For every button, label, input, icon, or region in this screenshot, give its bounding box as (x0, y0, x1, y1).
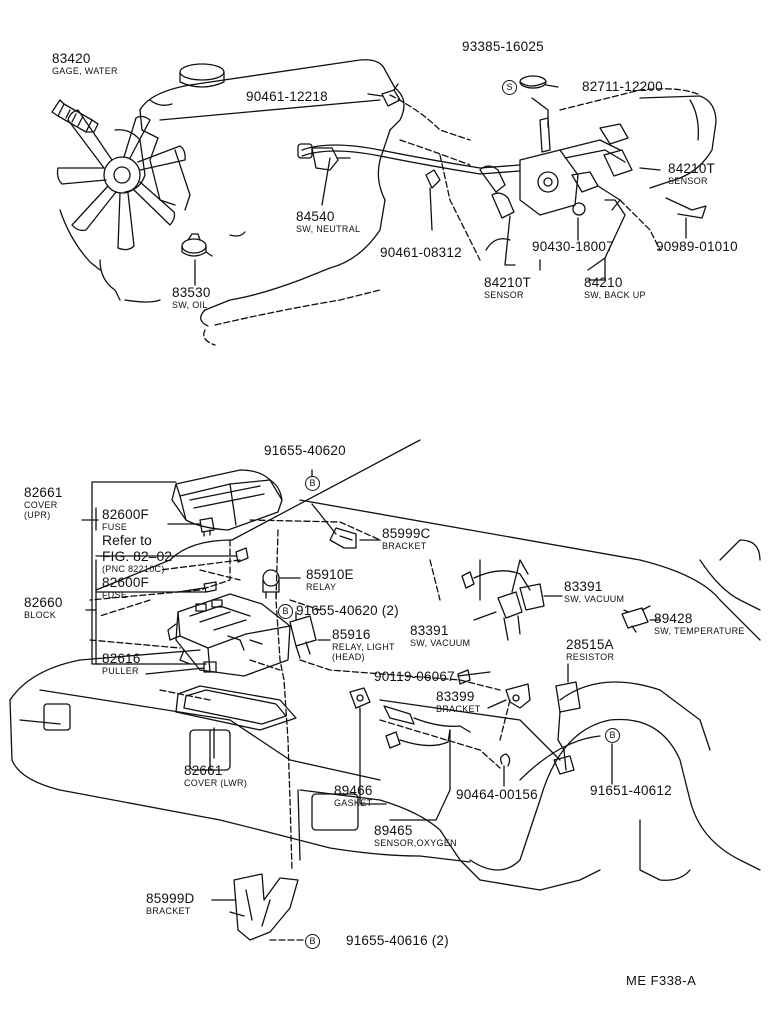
part-desc-83399: BRACKET (436, 704, 481, 714)
part-desc-83530: SW, OIL (172, 300, 208, 310)
part-desc-89466: GASKET (334, 798, 373, 808)
lower-leader-lines (81, 469, 661, 901)
fuse-block-drawing (167, 593, 291, 677)
part-number-91651-40612: 91651-40612 (590, 783, 672, 798)
b-marker-bottom: B (305, 934, 320, 949)
part-desc-82661-lwr: COVER (LWR) (184, 778, 248, 788)
part-desc-85910E: RELAY (306, 582, 337, 592)
part-desc-83420: GAGE, WATER (52, 66, 118, 76)
part-number-89466: 89466 (334, 783, 373, 798)
refer-fig-line: FIG. 82–02 (102, 548, 173, 564)
figure-code: ME F338-A (626, 973, 697, 988)
part-number-82711-12200: 82711-12200 (582, 79, 663, 94)
refer-to-line: Refer to (102, 532, 152, 548)
part-number-90119-06067: 90119-06067 (374, 669, 455, 684)
part-desc-82661-upr-2: (UPR) (24, 510, 51, 520)
part-desc-84540: SW, NEUTRAL (296, 224, 361, 234)
part-desc-85916-1: RELAY, LIGHT (332, 642, 395, 652)
upper-leader-lines (91, 84, 687, 286)
fuse-block-cover-lwr-drawing (175, 685, 297, 761)
part-number-83391-lower: 83391 (410, 623, 449, 638)
part-desc-82616: PULLER (102, 666, 139, 676)
part-desc-82600F-upper: FUSE (102, 522, 128, 532)
engine-block-drawing (99, 59, 701, 346)
part-desc-84210: SW, BACK UP (584, 290, 646, 300)
part-desc-84210T-upper: SENSOR (668, 176, 708, 186)
part-desc-82661-upr-1: COVER (24, 500, 58, 510)
part-desc-84210T-lower: SENSOR (484, 290, 524, 300)
part-number-84210T-lower: 84210T (484, 275, 531, 290)
part-number-93385-16025: 93385-16025 (462, 39, 544, 54)
part-number-82660: 82660 (24, 595, 63, 610)
b-marker-fender: B (605, 728, 620, 743)
part-number-82600F-lower: 82600F (102, 575, 149, 590)
part-number-82600F-upper: 82600F (102, 507, 149, 522)
hose-and-clips-drawing (297, 75, 547, 189)
small-parts-lower-drawing (199, 517, 651, 941)
b-marker-top: B (305, 476, 320, 491)
part-number-84210T-upper: 84210T (668, 161, 715, 176)
fuse-block-cover-upr-drawing (171, 469, 283, 531)
part-number-82661-upr: 82661 (24, 485, 63, 500)
b-marker-relay: B (278, 604, 293, 619)
part-number-90461-08312: 90461-08312 (380, 245, 462, 260)
part-desc-28515A: RESISTOR (566, 652, 615, 662)
part-desc-83391-lower: SW, VACUUM (410, 638, 471, 648)
part-number-90430-18007: 90430-18007 (532, 239, 614, 254)
car-front-drawing (9, 439, 761, 941)
part-desc-89465: SENSOR,OXYGEN (374, 838, 457, 848)
part-desc-85916-2: (HEAD) (332, 652, 365, 662)
part-number-82661-lwr: 82661 (184, 763, 223, 778)
oil-switch-drawing (181, 233, 213, 257)
part-number-82616: 82616 (102, 651, 141, 666)
part-number-91655-40616: 91655-40616 (2) (346, 933, 449, 948)
part-number-83391-upper: 83391 (564, 579, 603, 594)
part-number-85910E: 85910E (306, 567, 354, 582)
cooling-fan-drawing (56, 109, 186, 271)
part-number-83530: 83530 (172, 285, 211, 300)
part-number-91655-40620-top: 91655-40620 (264, 443, 346, 458)
part-desc-82600F-lower: FUSE (102, 590, 128, 600)
part-number-89428: 89428 (654, 611, 693, 626)
s-marker-upper: S (502, 80, 517, 95)
part-number-84210: 84210 (584, 275, 623, 290)
part-desc-89428: SW, TEMPERATURE (654, 626, 745, 636)
transmission-sensors-drawing (479, 95, 717, 271)
part-desc-85999D: BRACKET (146, 906, 191, 916)
part-number-28515A: 28515A (566, 637, 614, 652)
part-number-85916: 85916 (332, 627, 371, 642)
part-number-90464-00156: 90464-00156 (456, 787, 538, 802)
part-number-83420: 83420 (52, 51, 91, 66)
part-desc-83391-upper: SW, VACUUM (564, 594, 625, 604)
part-number-89465: 89465 (374, 823, 413, 838)
part-number-90989-01010: 90989-01010 (656, 239, 738, 254)
part-number-84540: 84540 (296, 209, 335, 224)
part-number-91655-40620-2: 91655-40620 (2) (296, 603, 399, 618)
part-number-83399: 83399 (436, 689, 475, 704)
part-number-85999D: 85999D (146, 891, 195, 906)
part-number-85999C: 85999C (382, 526, 431, 541)
part-number-90461-12218: 90461-12218 (246, 89, 328, 104)
part-desc-85999C: BRACKET (382, 541, 427, 551)
refer-pnc-line: (PNC 82210C) (102, 564, 165, 574)
part-desc-82660: BLOCK (24, 610, 57, 620)
water-gage-sender-drawing (51, 99, 99, 133)
